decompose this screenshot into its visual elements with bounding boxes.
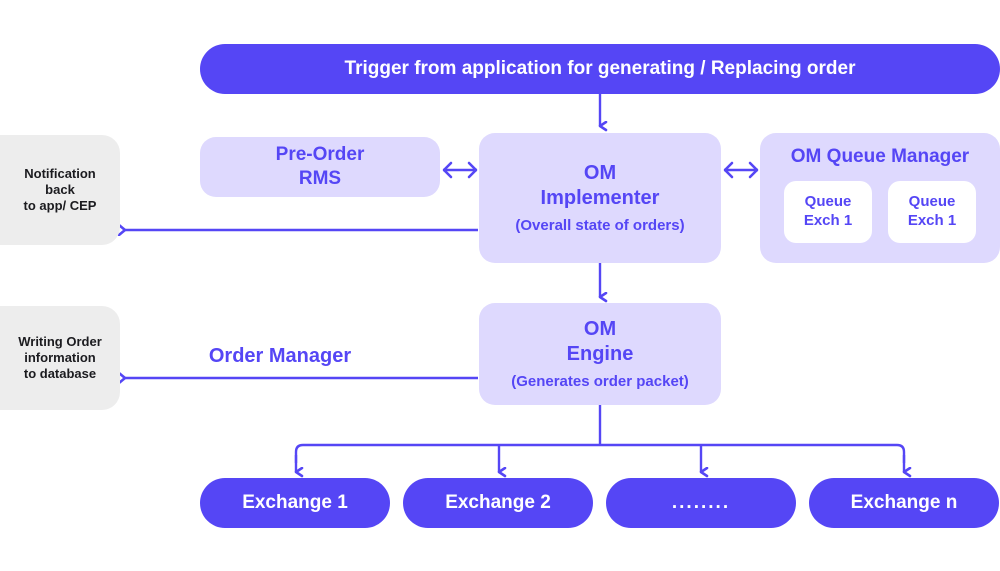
pre-order-rms-line-2: RMS [298, 168, 342, 189]
exchange-2-label: Exchange 2 [445, 492, 551, 514]
label-order-manager: Order Manager [185, 342, 375, 370]
queue-card-2-line-1: Queue [908, 192, 956, 210]
database-write-line-2: information [24, 349, 96, 365]
trigger-banner-label: Trigger from application for generating … [344, 58, 856, 80]
node-exchange-n[interactable]: Exchange n [809, 478, 999, 528]
notification-line-1: Notification [24, 165, 96, 181]
node-pre-order-rms[interactable]: Pre-Order RMS [200, 137, 440, 197]
om-engine-line-2: Engine [566, 342, 634, 365]
queue-card-1[interactable]: Queue Exch 1 [784, 180, 872, 243]
node-database-write[interactable]: Writing Order information to database [0, 306, 120, 410]
om-implementer-line-1: OM [583, 161, 617, 184]
exchange-1-label: Exchange 1 [242, 492, 348, 514]
node-exchange-ellipsis[interactable]: ........ [606, 478, 796, 528]
exchange-ellipsis-label: ........ [671, 492, 731, 514]
om-engine-subtitle: (Generates order packet) [511, 372, 689, 390]
wire-engine-to-exchanges [296, 405, 904, 472]
notification-line-2: back [45, 181, 75, 197]
notification-line-3: to app/ CEP [23, 198, 97, 214]
node-trigger-banner[interactable]: Trigger from application for generating … [200, 44, 1000, 94]
queue-card-2-line-2: Exch 1 [907, 211, 957, 229]
queue-card-row: Queue Exch 1 Queue Exch 1 [784, 180, 976, 243]
wire-implementer-queuemanager-bidirectional [723, 161, 759, 179]
node-om-implementer[interactable]: OM Implementer (Overall state of orders) [479, 133, 721, 263]
database-write-line-3: to database [23, 366, 97, 382]
node-om-engine[interactable]: OM Engine (Generates order packet) [479, 303, 721, 405]
node-notification-back[interactable]: Notification back to app/ CEP [0, 135, 120, 245]
exchange-n-label: Exchange n [850, 492, 958, 514]
om-engine-line-1: OM [583, 317, 617, 340]
om-queue-manager-title: OM Queue Manager [790, 146, 970, 167]
om-implementer-line-2: Implementer [540, 186, 660, 209]
wire-rms-implementer-bidirectional [442, 161, 478, 179]
queue-card-1-line-2: Exch 1 [803, 211, 853, 229]
node-exchange-2[interactable]: Exchange 2 [403, 478, 593, 528]
queue-card-1-line-1: Queue [804, 192, 852, 210]
om-implementer-subtitle: (Overall state of orders) [515, 216, 685, 234]
node-exchange-1[interactable]: Exchange 1 [200, 478, 390, 528]
database-write-line-1: Writing Order [18, 333, 102, 349]
node-om-queue-manager[interactable]: OM Queue Manager Queue Exch 1 Queue Exch… [760, 133, 1000, 263]
queue-card-2[interactable]: Queue Exch 1 [888, 180, 976, 243]
order-manager-text: Order Manager [208, 344, 352, 367]
pre-order-rms-line-1: Pre-Order [275, 144, 365, 166]
